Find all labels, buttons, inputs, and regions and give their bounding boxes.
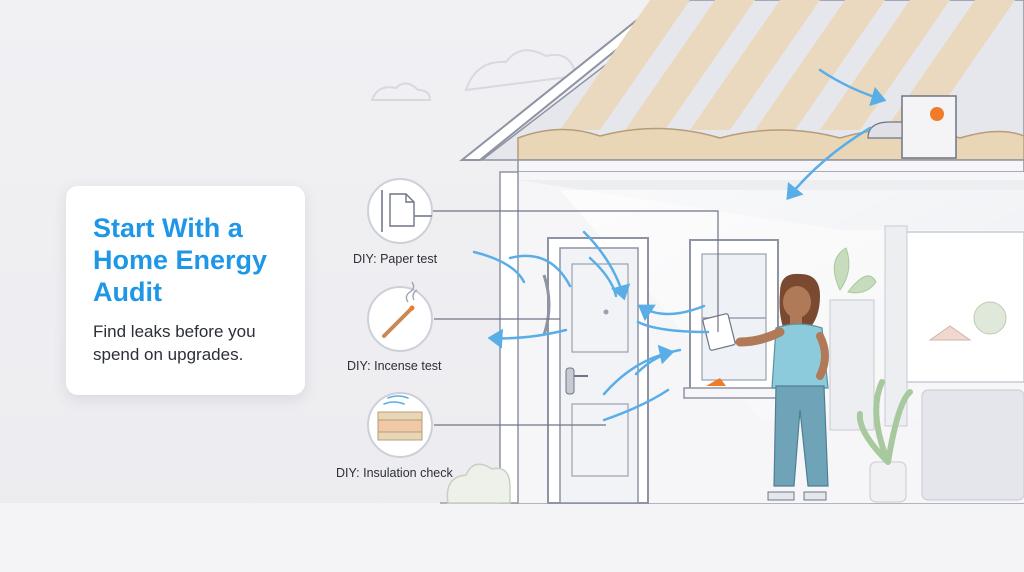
person-holding-paper xyxy=(702,273,829,501)
door-handle-icon xyxy=(565,367,575,395)
cloud xyxy=(464,49,578,92)
leader-lines xyxy=(432,210,719,426)
card-subtitle-line: Find leaks before you xyxy=(93,322,256,341)
ground xyxy=(0,503,1024,572)
card-title-line: Audit xyxy=(93,277,162,307)
window xyxy=(683,239,785,399)
intro-card: Start With a Home Energy Audit Find leak… xyxy=(66,186,305,395)
insulation-icon xyxy=(367,392,433,458)
card-subtitle: Find leaks before you spend on upgrades. xyxy=(93,320,285,366)
vent-knob-icon xyxy=(930,107,944,121)
card-title-line: Home Energy xyxy=(93,245,268,275)
airflow-arrows xyxy=(472,68,887,422)
paper-icon xyxy=(367,178,433,244)
card-title-line: Start With a xyxy=(93,213,243,243)
tip-label-paper-test: DIY: Paper test xyxy=(353,252,438,266)
tip-label-insulation-check: DIY: Insulation check xyxy=(336,466,453,480)
attic-vent-unit xyxy=(867,95,957,159)
cloud xyxy=(370,82,432,101)
front-door xyxy=(542,237,649,504)
plant-pot xyxy=(869,461,907,503)
paper-sheet xyxy=(702,313,736,351)
bush xyxy=(446,463,511,504)
card-subtitle-line: spend on upgrades. xyxy=(93,345,244,364)
living-room xyxy=(829,225,1024,503)
card-title: Start With a Home Energy Audit xyxy=(93,212,285,308)
incense-icon xyxy=(367,281,433,352)
sofa xyxy=(921,389,1024,501)
tip-label-incense-test: DIY: Incense test xyxy=(347,359,442,373)
hanging-plant xyxy=(833,247,877,294)
rafters xyxy=(560,0,1015,130)
